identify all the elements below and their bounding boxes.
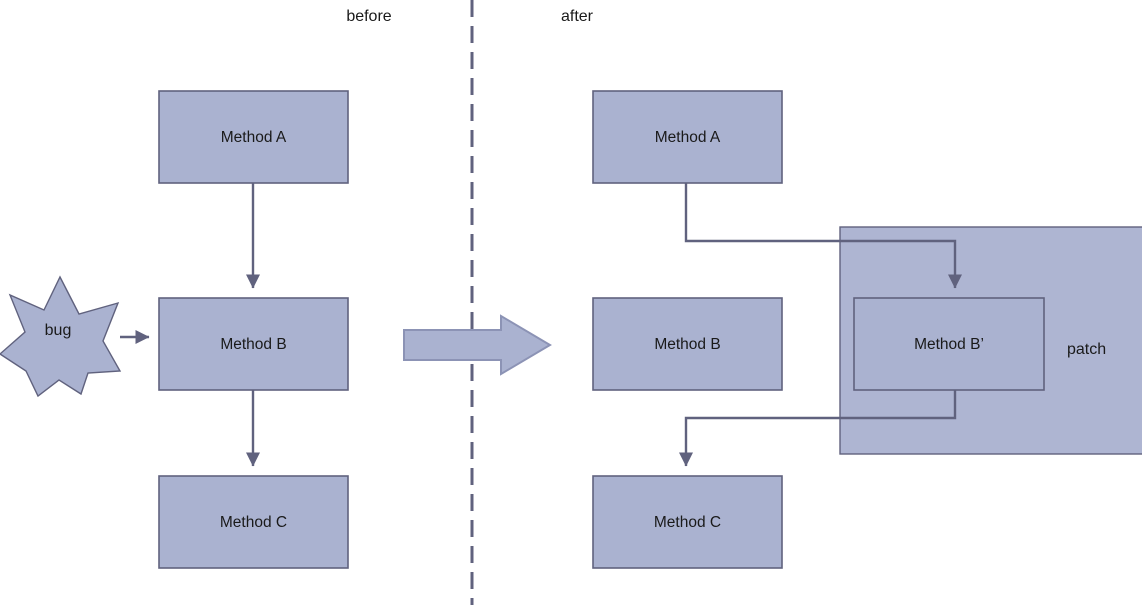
after-method-b[interactable]: Method B <box>592 297 783 391</box>
node-box <box>592 297 783 391</box>
after-connectors <box>679 183 962 467</box>
node-label: Method C <box>220 514 287 531</box>
node-label: Method B’ <box>914 336 984 353</box>
node-label: Method C <box>654 514 721 531</box>
burst-shape <box>0 275 122 398</box>
block-arrow-shape <box>403 314 552 376</box>
node-box <box>158 90 349 184</box>
node-label: Method B <box>220 336 286 353</box>
node-box <box>158 297 349 391</box>
before-connectors <box>120 183 260 467</box>
before-method-b[interactable]: Method B <box>158 297 349 391</box>
header-after: after <box>561 8 594 25</box>
before-method-c[interactable]: Method C <box>158 475 349 569</box>
before-method-a[interactable]: Method A <box>158 90 349 184</box>
node-box <box>853 297 1045 391</box>
transition-arrow <box>403 314 552 376</box>
node-label: Method A <box>221 129 287 146</box>
connector-method-b-prime-to-method-c <box>679 390 957 467</box>
node-label: Method B <box>654 336 720 353</box>
node-label: Method A <box>655 129 721 146</box>
node-box <box>592 475 783 569</box>
header-before: before <box>346 8 391 25</box>
bug-burst[interactable]: bug <box>0 275 122 398</box>
after-method-c[interactable]: Method C <box>592 475 783 569</box>
node-box <box>158 475 349 569</box>
after-method-b-prime[interactable]: Method B’ <box>853 297 1045 391</box>
bug-label: bug <box>45 322 72 339</box>
patch-label: patch <box>1067 341 1106 358</box>
node-box <box>592 90 783 184</box>
after-method-a[interactable]: Method A <box>592 90 783 184</box>
connector-method-a-to-method-b-prime <box>684 183 962 289</box>
